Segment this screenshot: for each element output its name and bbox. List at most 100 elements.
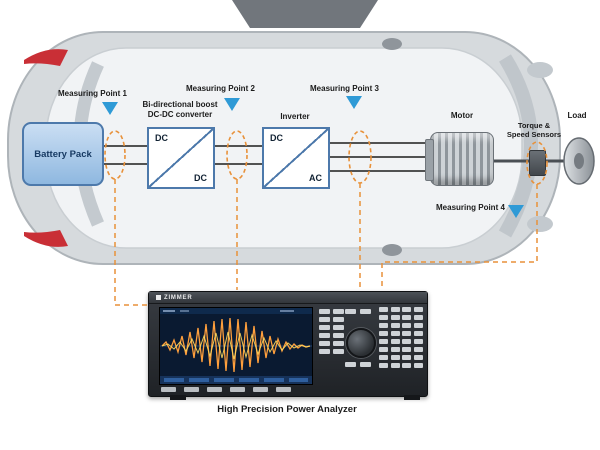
load-title: Load [567, 111, 587, 120]
inverter-output-label: AC [309, 173, 322, 183]
dcdc-title-line2: DC-DC converter [147, 109, 213, 119]
analyzer-screen [159, 307, 313, 385]
analyzer-button [360, 309, 371, 314]
inverter-title: Inverter [280, 112, 310, 121]
analyzer-foot-right [404, 395, 420, 400]
analyzer-knob-buttons-top [345, 309, 371, 314]
torque-speed-sensor-graphic [529, 150, 546, 176]
analyzer-button [413, 323, 423, 328]
analyzer-button [413, 355, 423, 360]
analyzer-button [379, 339, 388, 344]
analyzer-foot-left [170, 395, 186, 400]
measuring-triangle-4-icon [508, 205, 524, 218]
analyzer-button [379, 355, 388, 360]
measuring-ellipse-2 [226, 130, 248, 180]
side-mirror-bottom [382, 244, 402, 256]
analyzer-button [390, 355, 400, 360]
analyzer-button [184, 387, 199, 392]
analyzer-button [390, 307, 400, 312]
analyzer-button [333, 309, 344, 314]
analyzer-button [390, 339, 400, 344]
dcdc-converter-box: DC DC [147, 127, 215, 189]
analyzer-button [333, 325, 344, 330]
inverter-input-label: DC [270, 133, 283, 143]
analyzer-button [390, 323, 400, 328]
analyzer-brand: ZIMMER [164, 294, 193, 301]
motor-end-cap [425, 139, 434, 181]
measuring-point-4-label: Measuring Point 4 [436, 203, 505, 212]
analyzer-button [390, 331, 400, 336]
analyzer-caption: High Precision Power Analyzer [217, 404, 357, 415]
analyzer-button [413, 315, 423, 320]
analyzer-button [333, 341, 344, 346]
motor-graphic [425, 132, 494, 186]
analyzer-button [402, 307, 411, 312]
analyzer-knob-buttons-bottom [345, 362, 371, 367]
dcdc-title-line1: Bi-directional boost [142, 100, 218, 109]
analyzer-button [379, 347, 388, 352]
inverter-box: DC AC [262, 127, 330, 189]
analyzer-button [319, 333, 330, 338]
headlight-bottom [527, 216, 553, 232]
analyzer-button [413, 331, 423, 336]
analyzer-button-column [319, 309, 344, 354]
analyzer-keypad-grid [379, 307, 423, 368]
headlight-top [527, 62, 553, 78]
sensors-title-line2: Speed Sensors [506, 130, 562, 139]
measuring-point-2-label: Measuring Point 2 [186, 84, 255, 93]
analyzer-button [413, 347, 423, 352]
measuring-triangle-1-icon [102, 102, 118, 115]
analyzer-button [319, 325, 330, 330]
car-roof-shape [232, 0, 378, 28]
load-flywheel [563, 137, 595, 185]
analyzer-button [319, 341, 330, 346]
analyzer-button [379, 331, 388, 336]
analyzer-top-bar: ZIMMER [149, 292, 427, 304]
analyzer-button [360, 362, 371, 367]
measuring-triangle-3-icon [346, 96, 362, 109]
analyzer-button [345, 362, 356, 367]
analyzer-button [402, 363, 411, 368]
measuring-ellipse-1 [104, 130, 126, 180]
analyzer-button [379, 315, 388, 320]
analyzer-button [379, 363, 388, 368]
analyzer-button [390, 315, 400, 320]
dcdc-title: Bi-directional boost DC-DC converter [129, 100, 231, 119]
analyzer-button [402, 331, 411, 336]
zimmer-logo-icon [156, 295, 161, 300]
analyzer-button [333, 349, 344, 354]
measuring-ellipse-3 [348, 130, 372, 184]
analyzer-button [276, 387, 291, 392]
analyzer-button [402, 347, 411, 352]
analyzer-button [379, 323, 388, 328]
dashed-connector-4 [381, 184, 538, 290]
analyzer-button [402, 355, 411, 360]
analyzer-button [161, 387, 176, 392]
analyzer-button [319, 317, 330, 322]
dcdc-input-label: DC [155, 133, 168, 143]
side-mirror-top [382, 38, 402, 50]
analyzer-knob [346, 328, 376, 358]
analyzer-button [390, 363, 400, 368]
tail-light-right [24, 230, 68, 247]
analyzer-button [402, 323, 411, 328]
analyzer-button [333, 317, 344, 322]
analyzer-button [413, 307, 423, 312]
analyzer-button [345, 309, 356, 314]
analyzer-button [319, 309, 330, 314]
power-analyzer: ZIMMER [148, 291, 428, 397]
analyzer-button [207, 387, 222, 392]
sensors-title: Torque & Speed Sensors [500, 121, 568, 139]
tail-light-left [24, 49, 68, 66]
analyzer-button [390, 347, 400, 352]
load-hub [574, 153, 584, 169]
analyzer-button [402, 339, 411, 344]
analyzer-button [402, 315, 411, 320]
analyzer-button [319, 349, 330, 354]
measuring-point-3-label: Measuring Point 3 [310, 84, 379, 93]
analyzer-button [253, 387, 268, 392]
analyzer-button [379, 307, 388, 312]
sensors-title-line1: Torque & [517, 121, 551, 130]
ac-wires [326, 142, 432, 172]
